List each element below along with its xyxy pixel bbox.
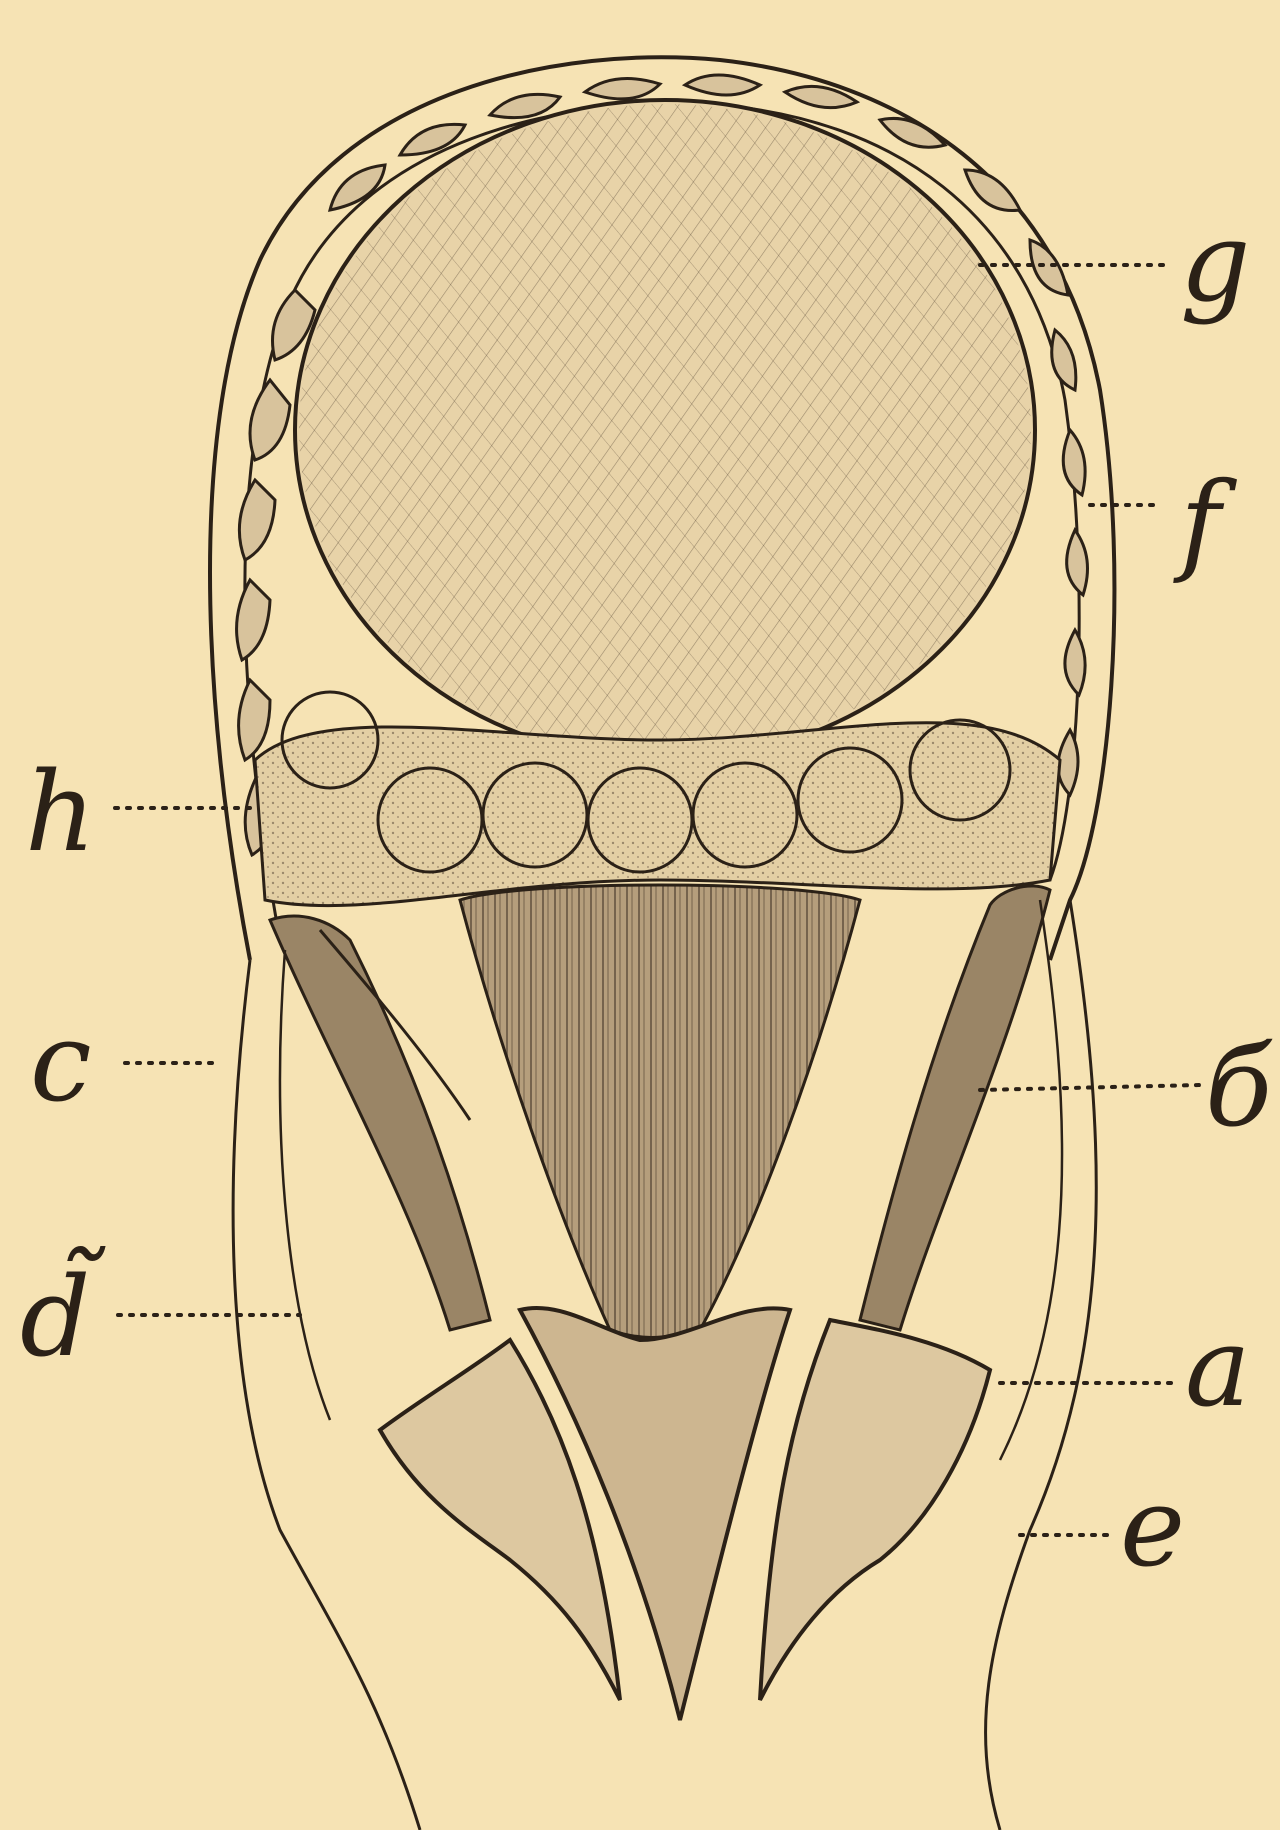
central-fiber-bundle [460, 885, 860, 1338]
label-e: e [1120, 1463, 1185, 1591]
label-b: б [1205, 1023, 1273, 1151]
label-f: f [1173, 458, 1237, 586]
right-fiber-strand [860, 886, 1050, 1330]
label-h: h [25, 748, 96, 876]
left-fiber-strand [270, 916, 490, 1330]
right-jaw-piece [760, 1320, 990, 1700]
label-d: d̃ [20, 1245, 106, 1381]
label-c: c [30, 998, 92, 1126]
leader-b [980, 1085, 1200, 1090]
label-a: a [1185, 1303, 1251, 1431]
label-g: g [1180, 198, 1250, 326]
sphere-crosshatching [299, 104, 1031, 756]
